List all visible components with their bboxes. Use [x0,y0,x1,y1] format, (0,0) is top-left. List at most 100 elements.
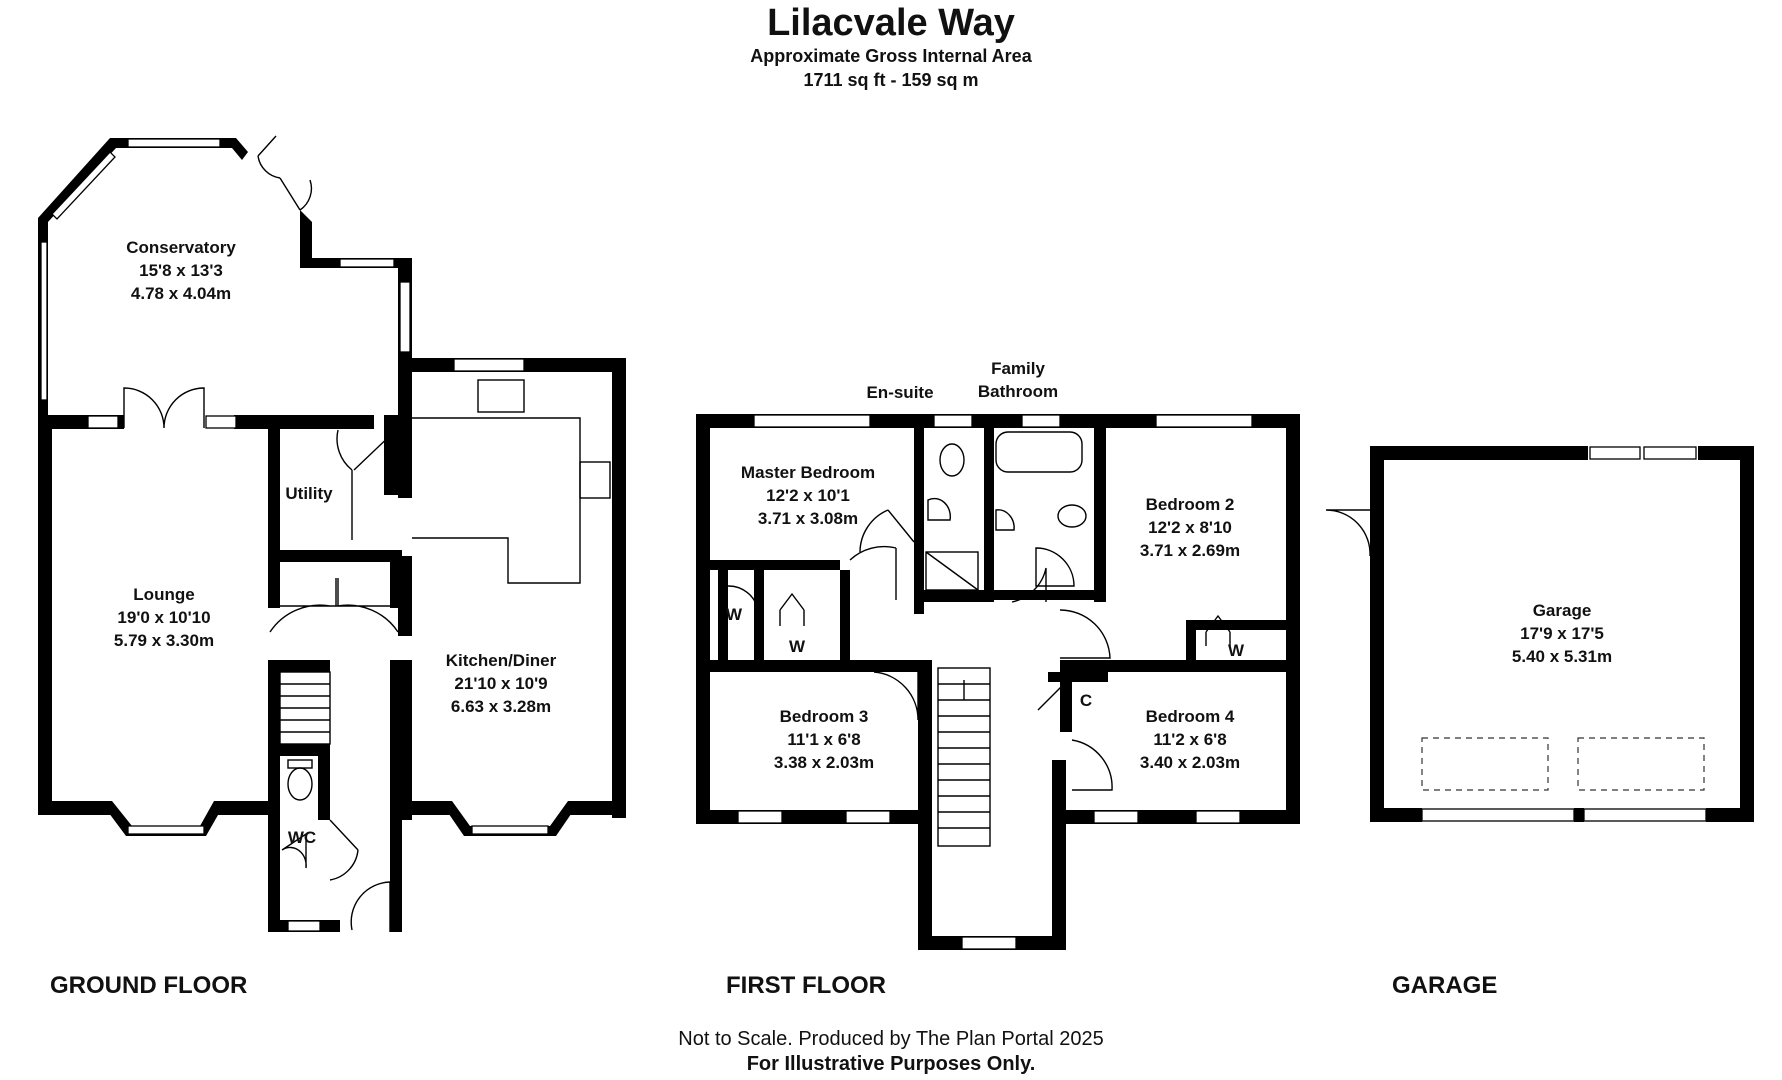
wc-basin [281,832,307,869]
ensuite-toilet [939,443,965,477]
wardrobe-wall [840,570,850,664]
bedroom3-window [845,810,891,824]
garage-plan [1325,446,1754,822]
ensuite-wall-south [916,590,994,602]
garage-door-overhead [1421,737,1549,791]
family-bathroom-line2: Bathroom [978,382,1058,401]
garage-wall-north [1370,446,1588,460]
garage-wall-south [1574,808,1584,822]
bedroom3-name: Bedroom 3 [780,707,869,726]
wardrobe-doors [727,585,805,626]
lounge-window [205,415,237,429]
lounge-bay-window [127,825,205,835]
master-name: Master Bedroom [741,463,875,482]
conservatory-window [51,151,116,220]
ensuite-name: En-suite [866,383,933,402]
bathroom-basin [995,509,1015,531]
wc-wall [268,660,280,930]
kitchen-window [453,358,525,372]
kitchen-wall-east [612,358,626,818]
lounge-wall-south [214,801,276,815]
utility-wall [384,415,398,495]
master-metric: 3.71 x 3.08m [758,509,858,528]
lounge-name: Lounge [133,585,194,604]
kitchen-wall-west [398,358,412,498]
first-floor-plan [696,414,1300,950]
conservatory-imperial: 15'8 x 13'3 [139,261,223,280]
garage-side-door [1325,509,1371,557]
garage-door [1421,808,1575,822]
bathroom-shower [1035,547,1075,587]
wardrobe-label: W [726,605,743,624]
stairs-wall [268,660,330,672]
lounge-window [87,415,119,429]
footer-note: For Illustrative Purposes Only. [746,1053,1036,1075]
kitchen-sink [477,379,525,413]
wc-window [287,920,321,932]
ensuite-shower [925,551,979,591]
master-door [849,545,897,600]
first-floor-label: FIRST FLOOR [726,972,886,999]
garage-window [1643,446,1697,460]
bedroom2-door [1059,609,1111,659]
wc-name: WC [288,828,316,847]
ensuite-window [933,414,973,428]
first-floor-wall-west [696,414,710,824]
cupboard-door [1037,685,1063,711]
kitchen-hob [579,461,611,499]
bedroom2-name: Bedroom 2 [1146,495,1235,514]
conservatory-door [257,135,313,211]
bedroom4-name: Bedroom 4 [1146,707,1235,726]
utility-wall [268,429,280,559]
wardrobe-wall [1186,620,1196,670]
hall-wall [268,560,280,608]
kitchen-metric: 6.63 x 3.28m [451,697,551,716]
kitchen-bay-window [471,825,549,835]
wardrobe-label: W [789,637,806,656]
bedroom4-metric: 3.40 x 2.03m [1140,753,1240,772]
plan-area: 1711 sq ft - 159 sq m [803,70,979,90]
wc-wall [318,744,330,820]
ensuite-door [859,509,915,553]
wardrobe-wall [718,570,728,664]
lounge-wall-west [38,415,52,815]
garage-door [1583,808,1707,822]
kitchen-name: Kitchen/Diner [446,651,557,670]
bathroom-wall [984,428,994,602]
landing-wall [1052,760,1066,950]
plan-subtitle: Approximate Gross Internal Area [750,46,1032,66]
bathroom-window [1021,414,1061,428]
garage-wall-west [1370,446,1384,822]
master-imperial: 12'2 x 10'1 [766,486,850,505]
utility-name: Utility [285,484,333,503]
family-bathroom-line1: Family [991,359,1045,378]
hall-wall [390,560,402,608]
footer-disclaimer: Not to Scale. Produced by The Plan Porta… [678,1028,1104,1050]
lounge-metric: 5.79 x 3.30m [114,631,214,650]
hall-cupboard-doors [269,578,399,633]
bedroom3-metric: 3.38 x 2.03m [774,753,874,772]
bathroom-toilet [1057,504,1087,528]
bedroom2-imperial: 12'2 x 8'10 [1148,518,1232,537]
conservatory-metric: 4.78 x 4.04m [131,284,231,303]
first-floor-wall-south [696,810,930,824]
bath [995,431,1083,473]
bedroom3-wall-north [710,660,918,672]
bedroom2-window [1155,414,1253,428]
first-floor-stairs [937,667,991,847]
lounge-wall-north [234,415,374,429]
bathroom-door [1011,567,1047,603]
master-window [753,414,871,428]
cupboard-label: C [1080,691,1092,710]
garage-wall-south [1370,808,1422,822]
utility-door [336,429,397,540]
garage-imperial: 17'9 x 17'5 [1520,624,1604,643]
conservatory-window [127,138,221,148]
hall-wall [390,660,402,932]
garage-metric: 5.40 x 5.31m [1512,647,1612,666]
cupboard-wall [1048,672,1108,682]
utility-wall [268,550,402,562]
lounge-french-doors [123,387,205,429]
bedroom2-metric: 3.71 x 2.69m [1140,541,1240,560]
